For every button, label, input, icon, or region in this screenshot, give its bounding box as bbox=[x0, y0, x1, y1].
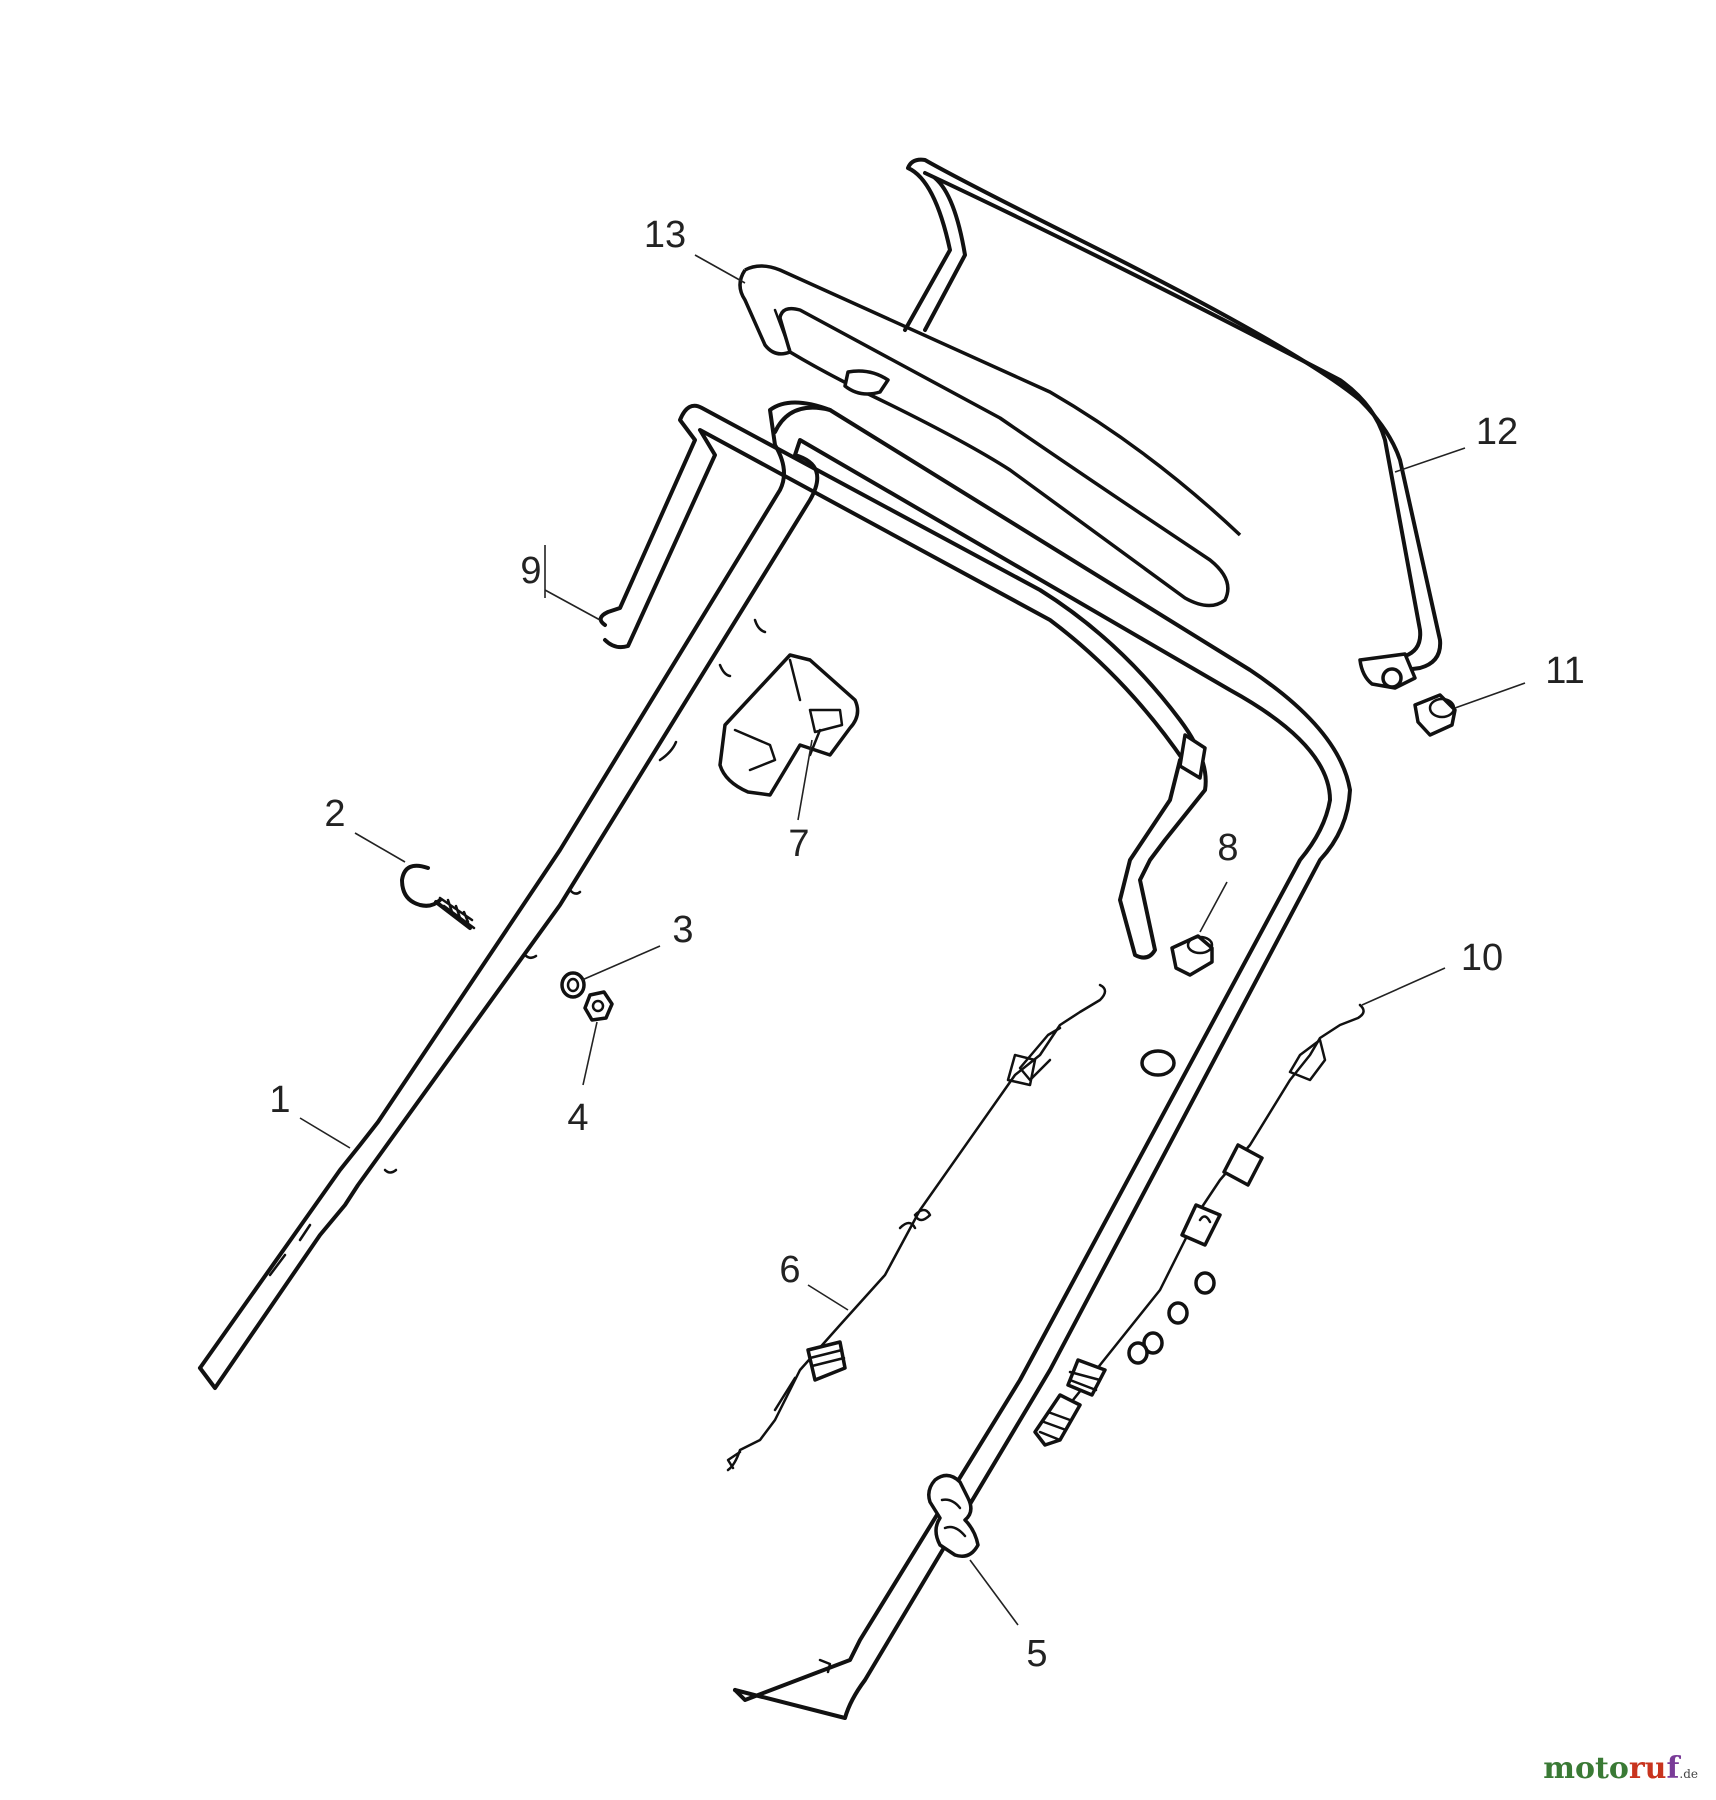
lower-bail-bar-part bbox=[598, 403, 1208, 960]
leader-2 bbox=[354, 832, 406, 863]
leader-9 bbox=[544, 589, 601, 621]
leader-10 bbox=[1361, 967, 1446, 1006]
callout-13: 13 bbox=[644, 214, 686, 256]
callout-6: 6 bbox=[779, 1249, 800, 1291]
callout-5: 5 bbox=[1026, 1633, 1047, 1675]
leader-3 bbox=[581, 945, 661, 981]
leader-lines bbox=[299, 254, 1526, 1626]
main-handle-frame-part bbox=[198, 400, 1352, 1720]
callout-12: 12 bbox=[1476, 411, 1518, 453]
callout-8: 8 bbox=[1217, 827, 1238, 869]
cable-clamp-part bbox=[927, 1473, 980, 1558]
callout-4: 4 bbox=[567, 1097, 588, 1139]
callout-10: 10 bbox=[1461, 937, 1503, 979]
callout-1: 1 bbox=[269, 1079, 290, 1121]
leader-12 bbox=[1394, 447, 1466, 473]
leader-4 bbox=[582, 1021, 598, 1086]
watermark-part-2: ru bbox=[1628, 1751, 1667, 1786]
cable-clip-part bbox=[718, 653, 860, 797]
grip-cover-part bbox=[738, 264, 1242, 608]
watermark-tld: .de bbox=[1679, 1767, 1698, 1781]
callout-3: 3 bbox=[672, 909, 693, 951]
cable-6-part bbox=[726, 983, 1107, 1472]
leader-7 bbox=[797, 739, 813, 821]
leader-11 bbox=[1454, 682, 1526, 709]
leader-6 bbox=[807, 1284, 849, 1311]
callout-11: 11 bbox=[1545, 650, 1584, 692]
upper-bail-bar-part bbox=[903, 157, 1443, 690]
nut-part bbox=[583, 990, 614, 1022]
leader-1 bbox=[299, 1117, 351, 1149]
leader-13 bbox=[694, 254, 746, 284]
eyebolt-part bbox=[400, 863, 476, 930]
cable-10-part bbox=[1033, 1003, 1365, 1447]
watermark-part-3: f bbox=[1666, 1751, 1680, 1786]
callout-7: 7 bbox=[788, 823, 809, 865]
callout-labels: 1 2 3 4 5 6 7 8 9 10 11 12 13 bbox=[269, 214, 1584, 1675]
leader-8 bbox=[1199, 881, 1228, 933]
callout-2: 2 bbox=[324, 793, 345, 835]
leader-5 bbox=[969, 1559, 1019, 1626]
cap-11-part bbox=[1413, 693, 1457, 737]
motoruf-watermark: motoruf.de bbox=[1543, 1751, 1698, 1786]
washer-part bbox=[560, 971, 586, 999]
watermark-part-1: moto bbox=[1543, 1751, 1629, 1786]
cap-8-part bbox=[1170, 934, 1214, 977]
callout-9: 9 bbox=[520, 550, 541, 592]
